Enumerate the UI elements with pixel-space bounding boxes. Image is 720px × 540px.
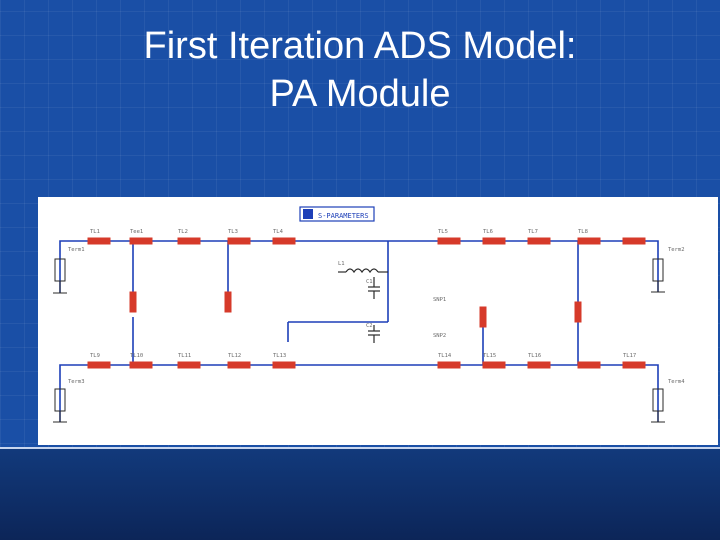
component-label-tl10: TL10 [130, 353, 143, 359]
component-label-tl2: TL2 [178, 229, 188, 235]
component-label-term4: Term4 [668, 379, 685, 385]
component-label-tl15: TL15 [483, 353, 496, 359]
title-line-2: PA Module [269, 73, 451, 115]
components [87, 237, 646, 369]
component-label-c1: C1 [366, 279, 373, 285]
schematic-canvas: S-PARAMETERS Term1 TL1 Tee1 TL2 TL3 TL4L1C1C2… [53, 206, 685, 423]
component-label-tl5: TL5 [438, 229, 448, 235]
component-label-tl13: TL13 [273, 353, 286, 359]
component-label-c2: C2 [366, 323, 373, 329]
component-label-term1: Term1 [68, 247, 85, 253]
sparam-controller[interactable]: S-PARAMETERS [299, 206, 375, 222]
component-label-l1: L1 [338, 261, 345, 267]
footer-divider [0, 447, 720, 449]
component-label-tee1: Tee1 [130, 229, 143, 235]
footer-band [0, 448, 720, 540]
component-label-term3: Term3 [68, 379, 85, 385]
slide-title: First Iteration ADS Model: PA Module [0, 22, 720, 118]
component-label-tl14: TL14 [438, 353, 452, 359]
component-label-snp2: SNP2 [433, 333, 446, 339]
component-label-tl8: TL8 [578, 229, 588, 235]
component-label-tl6: TL6 [483, 229, 493, 235]
component-label-tl4: TL4 [273, 229, 284, 235]
lumped-elements [338, 268, 388, 343]
component-label-tl9: TL9 [90, 353, 100, 359]
component-label-tl16: TL16 [528, 353, 541, 359]
title-line-1: First Iteration ADS Model: [143, 25, 577, 67]
component-label-snp1: SNP1 [433, 297, 446, 303]
port-terminations [53, 258, 665, 423]
component-label-tl17: TL17 [623, 353, 636, 359]
sparam-label: S-PARAMETERS [318, 212, 369, 220]
component-label-tl11: TL11 [178, 353, 191, 359]
component-label-tl7: TL7 [528, 229, 538, 235]
component-label-term2: Term2 [668, 247, 685, 253]
component-label-tl1: TL1 [90, 229, 100, 235]
component-label-tl12: TL12 [228, 353, 241, 359]
component-label-tl3: TL3 [228, 229, 238, 235]
wires [59, 240, 659, 422]
